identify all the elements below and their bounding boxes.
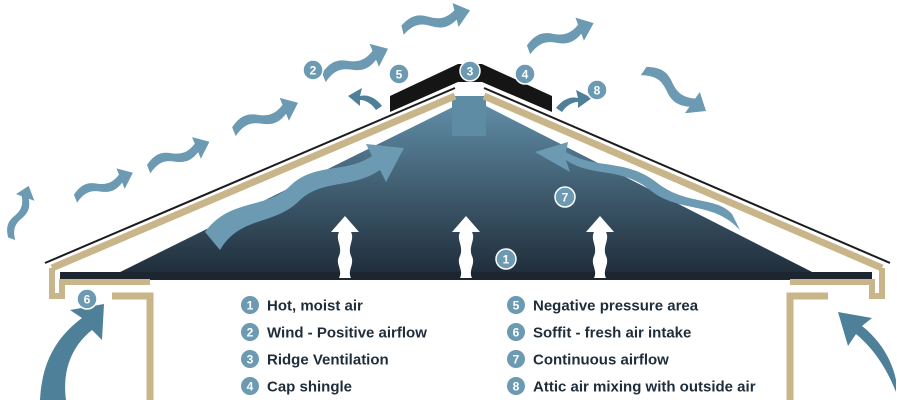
wind-arrow-icon: [7, 185, 35, 241]
continuous-airflow-left-icon: [205, 144, 404, 250]
legend-label: Attic air mixing with outside air: [533, 379, 756, 396]
legend-item-1: 1 Hot, moist air: [241, 296, 363, 315]
legend: 1 Hot, moist air 2 Wind - Positive airflow 3…: [241, 296, 756, 396]
marker-number: 4: [522, 68, 529, 82]
legend-label: Hot, moist air: [267, 298, 363, 315]
wind-arrows: [7, 2, 707, 241]
marker-badge: [302, 59, 324, 81]
legend-item-4: 4 Cap shingle: [241, 377, 352, 396]
legend-item-3: 3 Ridge Ventilation: [241, 350, 389, 369]
legend-badge: [241, 350, 259, 368]
marker-badge: [495, 248, 517, 270]
marker-3: 3: [459, 60, 481, 82]
legend-badge: [507, 350, 525, 368]
marker-badge: [388, 63, 410, 85]
legend-label: Negative pressure area: [533, 298, 699, 315]
attic-space: [112, 106, 820, 276]
legend-badge: [507, 296, 525, 314]
legend-number: 3: [247, 353, 254, 367]
wind-arrow-icon: [73, 168, 133, 203]
marker-badge: [459, 60, 481, 82]
marker-number: 5: [396, 68, 403, 82]
legend-number: 5: [513, 299, 520, 313]
legend-badge: [241, 377, 259, 395]
numbered-markers: 1 2 3 4 5 6 7 8: [76, 59, 608, 310]
legend-item-2: 2 Wind - Positive airflow: [241, 323, 427, 342]
legend-item-6: 6 Soffit - fresh air intake: [507, 323, 691, 342]
wind-arrow-icon: [401, 2, 471, 35]
marker-5: 5: [388, 63, 410, 85]
marker-number: 1: [503, 253, 510, 267]
marker-1: 1: [495, 248, 517, 270]
legend-number: 7: [513, 353, 520, 367]
wind-arrow-icon: [232, 97, 299, 137]
legend-label: Ridge Ventilation: [267, 352, 389, 369]
marker-badge: [554, 186, 576, 208]
legend-label: Soffit - fresh air intake: [533, 325, 691, 342]
roof-line-left: [44, 87, 456, 264]
roof-deck-right: [482, 92, 884, 272]
roof-line-right: [483, 87, 891, 264]
legend-number: 6: [513, 326, 520, 340]
legend-item-5: 5 Negative pressure area: [507, 296, 699, 315]
marker-number: 3: [467, 65, 474, 79]
soffit-intake-arrows: [40, 304, 896, 400]
legend-number: 2: [247, 326, 254, 340]
wall-right: [786, 292, 828, 400]
wall-left: [112, 292, 154, 400]
wind-arrow-icon: [147, 137, 210, 174]
marker-number: 6: [84, 293, 91, 307]
marker-badge: [586, 79, 608, 101]
rising-air-arrow-icon: [452, 216, 480, 278]
legend-badge: [241, 296, 259, 314]
wind-arrow-icon: [322, 43, 389, 83]
marker-number: 7: [562, 191, 569, 205]
marker-6: 6: [76, 288, 98, 310]
eave-right: [790, 268, 885, 299]
legend-number: 8: [513, 380, 520, 394]
rising-air-arrow-icon: [586, 216, 614, 278]
legend-item-8: 8 Attic air mixing with outside air: [507, 377, 756, 396]
legend-badge: [241, 323, 259, 341]
legend-label: Continuous airflow: [533, 352, 669, 369]
marker-number: 8: [594, 84, 601, 98]
continuous-airflow-bands: [205, 142, 740, 250]
wind-arrow-icon: [640, 66, 707, 114]
legend-item-7: 7 Continuous airflow: [507, 350, 669, 369]
legend-number: 4: [247, 380, 254, 394]
continuous-airflow-right-icon: [535, 142, 740, 230]
soffit-intake-left-icon: [40, 304, 104, 400]
marker-number: 2: [310, 64, 317, 78]
roof-deck-left: [50, 92, 457, 272]
marker-badge: [514, 63, 536, 85]
ridge-vent-shaft: [452, 96, 486, 136]
marker-8: 8: [586, 79, 608, 101]
legend-label: Cap shingle: [267, 379, 352, 396]
marker-2: 2: [302, 59, 324, 81]
rising-air-arrows: [331, 216, 614, 278]
negative-pressure-curl-arrows: [348, 88, 592, 112]
eave-left: [49, 268, 150, 299]
curl-arrow-right-icon: [556, 90, 592, 112]
legend-badge: [507, 323, 525, 341]
legend-label: Wind - Positive airflow: [267, 325, 427, 342]
rising-air-arrow-icon: [331, 216, 359, 278]
marker-badge: [76, 288, 98, 310]
marker-7: 7: [554, 186, 576, 208]
legend-number: 1: [247, 299, 254, 313]
wind-arrow-icon: [526, 17, 594, 55]
soffit-intake-right-icon: [838, 312, 896, 392]
curl-arrow-left-icon: [348, 88, 382, 110]
marker-4: 4: [514, 63, 536, 85]
legend-badge: [507, 377, 525, 395]
